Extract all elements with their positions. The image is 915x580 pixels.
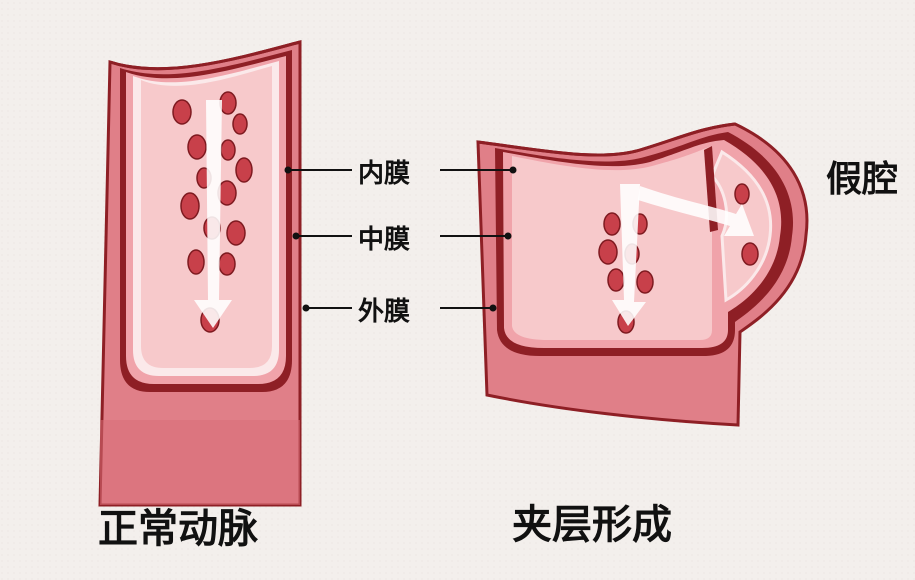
- blood-cell: [220, 139, 236, 161]
- intima-point-left: [284, 166, 292, 174]
- blood-cell: [187, 249, 205, 275]
- blood-cell: [226, 220, 246, 246]
- media-point-right: [504, 232, 512, 240]
- blood-cell: [218, 252, 236, 276]
- false-lumen-flow-arrow: [638, 186, 754, 236]
- blood-cell: [219, 91, 237, 115]
- blood-cell: [607, 268, 625, 292]
- intima-point-right: [509, 166, 517, 174]
- normal-artery-title: 正常动脉: [98, 506, 258, 552]
- blood-cell: [603, 212, 621, 236]
- normal-artery-opening: [109, 40, 301, 71]
- normal-artery-blood-cells: [172, 91, 253, 333]
- blood-cell: [232, 113, 248, 135]
- dissection-formation-title: 夹层形成: [512, 502, 672, 548]
- normal-flow-arrow: [194, 100, 232, 328]
- adventitia-point-right: [489, 304, 497, 312]
- blood-cell: [235, 157, 253, 183]
- blood-cell: [636, 270, 654, 294]
- dissection-flow-arrow: [612, 184, 646, 326]
- blood-cell: [741, 242, 759, 266]
- normal-artery-lumen: [141, 66, 272, 368]
- adventitia-point-left: [302, 304, 310, 312]
- blood-cell: [734, 183, 750, 205]
- false-lumen-label: 假腔: [826, 159, 899, 200]
- dissection-opening: [477, 122, 736, 157]
- media-label: 中膜: [358, 225, 411, 255]
- media-point-left: [292, 232, 300, 240]
- blood-cell: [172, 99, 192, 125]
- blood-cell: [180, 192, 200, 220]
- blood-cell: [598, 239, 618, 265]
- blood-cell: [187, 134, 207, 160]
- normal-artery-illustration: [98, 40, 302, 507]
- adventitia-label: 外膜: [358, 297, 411, 327]
- normal-artery-bottom-shade: [100, 420, 300, 505]
- dissection-illustration: [476, 122, 809, 427]
- intima-label: 内膜: [358, 159, 411, 189]
- leader-lines: [284, 166, 517, 312]
- dissection-blood-cells: [598, 183, 759, 334]
